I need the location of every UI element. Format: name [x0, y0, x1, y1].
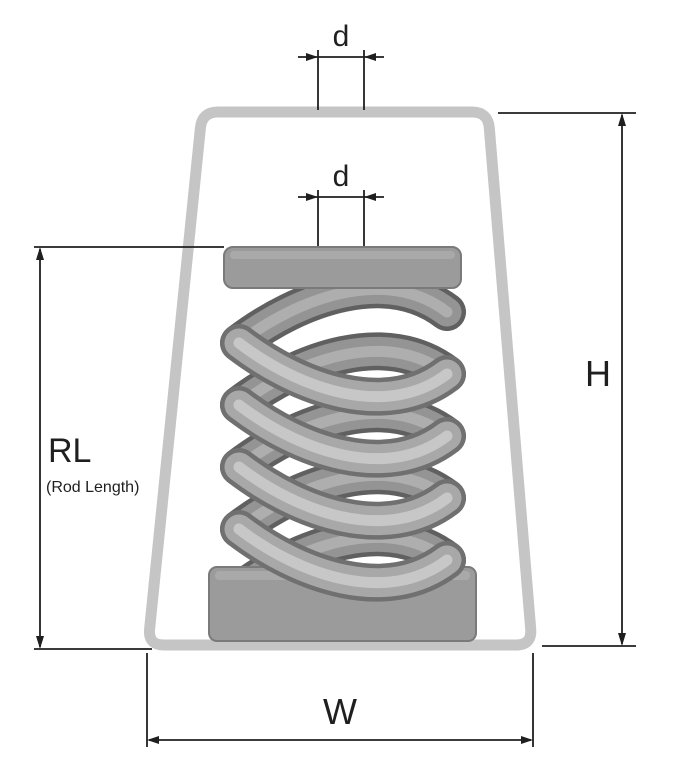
dim-rod-diameter-top: d — [298, 20, 384, 110]
arrow-down-icon — [36, 636, 44, 649]
arrow-right-icon — [306, 53, 318, 61]
coil-back-strand — [220, 394, 466, 486]
dim-width: W — [146, 653, 534, 747]
spring-coil-front — [220, 324, 466, 602]
arrow-down-icon — [618, 633, 626, 646]
arrow-left-icon — [364, 53, 376, 61]
arrow-up-icon — [36, 247, 44, 260]
coil-back-strand — [220, 332, 466, 424]
dim-rod-length: RL (Rod Length) — [34, 246, 224, 650]
label-height: H — [585, 353, 611, 394]
dim-rod-diameter-inner: d — [298, 160, 384, 246]
arrow-left-icon — [364, 193, 376, 201]
arrow-left-icon — [147, 736, 159, 744]
label-rod-length: RL — [48, 432, 91, 470]
label-width: W — [323, 691, 357, 732]
top-plate — [223, 246, 462, 289]
label-rod-diameter-top: d — [333, 20, 350, 53]
arrow-up-icon — [618, 113, 626, 126]
dim-height: H — [498, 112, 636, 647]
coil-front-strand — [220, 448, 466, 540]
coil-front-strand — [220, 386, 466, 478]
coil-front-strand — [220, 324, 466, 416]
arrow-right-icon — [306, 193, 318, 201]
arrow-right-icon — [521, 736, 533, 744]
coil-back-strand — [220, 456, 466, 548]
label-rod-diameter-inner: d — [333, 160, 350, 193]
label-rod-length-caption: (Rod Length) — [46, 479, 139, 496]
coil-front-strand — [220, 510, 466, 602]
coil-back-strand — [220, 270, 466, 362]
